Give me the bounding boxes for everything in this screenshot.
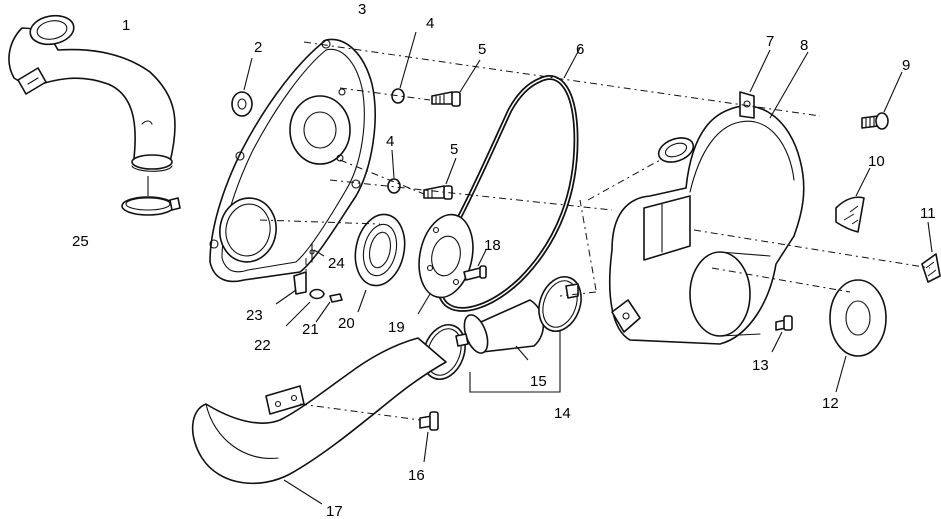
callout-16: 16 xyxy=(408,467,425,484)
bearing-plate-part xyxy=(417,213,474,315)
callout-2: 2 xyxy=(254,39,262,56)
screw-9-part xyxy=(861,71,903,130)
callout-12: 12 xyxy=(822,395,839,412)
callout-20: 20 xyxy=(338,315,355,332)
callout-labels: 1 2 3 4 4 5 5 6 7 8 9 10 11 12 13 14 15 … xyxy=(72,1,936,519)
callout-4a: 4 xyxy=(426,15,434,32)
callout-18: 18 xyxy=(484,237,501,254)
bolt-16-part xyxy=(419,411,439,463)
callout-19: 19 xyxy=(388,319,405,336)
round-cap-part xyxy=(829,279,887,393)
callout-21: 21 xyxy=(302,321,319,338)
back-plate-part xyxy=(209,38,376,283)
washer-bolt-lower xyxy=(387,149,457,200)
callout-23: 23 xyxy=(246,307,263,324)
callout-3: 3 xyxy=(358,1,366,18)
decal-10-part xyxy=(835,167,871,233)
callout-8: 8 xyxy=(800,37,808,54)
callout-25: 25 xyxy=(72,233,89,250)
callout-5a: 5 xyxy=(478,41,486,58)
outlet-duct-part xyxy=(191,337,447,505)
callout-5b: 5 xyxy=(450,141,458,158)
outer-cover-part xyxy=(608,49,809,345)
callout-7: 7 xyxy=(766,33,774,50)
drive-belt-part xyxy=(435,47,581,312)
assembly-lines xyxy=(259,41,931,421)
intake-duct-part xyxy=(8,14,176,172)
callout-24: 24 xyxy=(328,255,345,272)
callout-6: 6 xyxy=(576,41,584,58)
callout-10: 10 xyxy=(868,153,885,170)
callout-11: 11 xyxy=(920,205,936,222)
callout-13: 13 xyxy=(752,357,769,374)
callout-1: 1 xyxy=(122,17,130,34)
callout-17: 17 xyxy=(326,503,343,519)
decal-11-part xyxy=(921,221,941,283)
callout-14: 14 xyxy=(554,405,571,422)
bracket-hardware xyxy=(275,243,343,327)
washer-bolt-upper xyxy=(391,31,481,107)
callout-9: 9 xyxy=(902,57,910,74)
screw-small-part xyxy=(463,249,487,281)
hose-clamp-part xyxy=(121,176,181,216)
callout-15: 15 xyxy=(530,373,547,390)
seal-ring-part xyxy=(354,213,406,313)
callout-22: 22 xyxy=(254,337,271,354)
callout-4b: 4 xyxy=(386,133,394,150)
screw-13-part xyxy=(771,315,793,353)
washer-part xyxy=(231,57,253,117)
